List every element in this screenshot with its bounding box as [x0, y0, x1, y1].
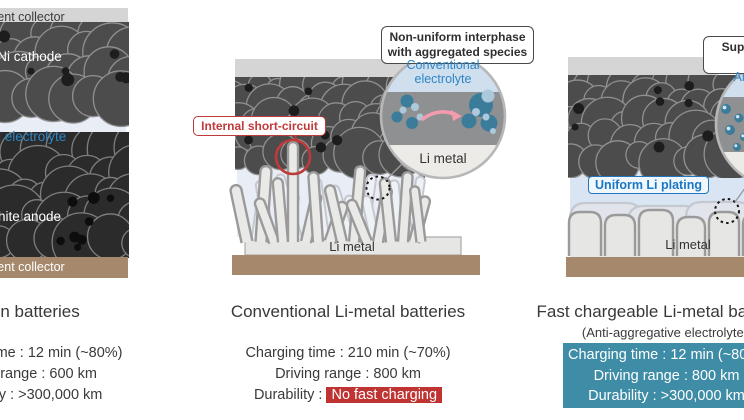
left-bottom-collector-label: Current collector: [0, 260, 65, 274]
stat-durability: Durability : >300,000 km: [588, 388, 744, 404]
stat-driving-range: Driving range : 800 km: [275, 366, 421, 382]
stat-driving-range: Driving range : 800 km: [593, 367, 740, 384]
left-top-collector: [0, 8, 128, 22]
internal-short-circuit-label: Internal short-circuit: [193, 116, 326, 136]
dendrite: [229, 183, 254, 244]
right-zoom-connector: [734, 188, 744, 203]
nonuniform-interphase-callout: Non-uniform interphase with aggregated s…: [381, 26, 534, 64]
middle-bottom-collector: [232, 255, 480, 275]
middle-zoom-region-circle: [365, 175, 391, 201]
left-cathode-label: High-Ni cathode: [0, 49, 62, 64]
no-fast-charging-badge: No fast charging: [326, 387, 443, 403]
left-panel-stats: Charging time : 12 min (~80%) Driving ra…: [0, 344, 224, 404]
left-electrolyte-label: Liquid electrolyte: [0, 129, 67, 144]
left-top-collector-label: Current collector: [0, 10, 65, 24]
right-li-metal-label: Li metal: [665, 237, 711, 252]
stat-charging-time: Charging time : 12 min (~80%): [567, 347, 744, 363]
left-bottom-collector: [0, 257, 128, 278]
li-deposit-mound: [707, 210, 741, 256]
right-panel-subtitle: (Anti-aggregative electrolyte): [581, 325, 744, 340]
middle-li-metal-label: Li metal: [329, 239, 375, 254]
li-deposit-mound: [637, 208, 675, 256]
li-deposit-mound: [567, 210, 603, 256]
middle-panel-stats: Charging time : 210 min (~70%) Driving r…: [198, 344, 498, 404]
left-anode-particles: [0, 132, 129, 258]
stat-driving-range: Driving range : 600 km: [0, 366, 97, 382]
left-cathode-particles: [0, 22, 129, 128]
middle-panel-title: Conventional Li-metal batteries: [230, 302, 466, 321]
suppressed-aggregation-callout: Suppressed aggregation in interphase: [703, 36, 744, 74]
dendrite: [286, 140, 300, 242]
conventional-electrolyte-label: Conventional electrolyte: [406, 58, 480, 86]
left-panel-title: Li-ion batteries: [0, 302, 80, 321]
li-deposit-mound: [603, 213, 637, 256]
callout-line-1: Non-uniform interphase: [389, 30, 526, 44]
dendrite: [378, 177, 398, 243]
right-panel-stats: Charging time : 12 min (~80%) Driving ra…: [563, 343, 744, 408]
right-panel-title: Fast chargeable Li-metal batteries: [536, 302, 744, 321]
stat-durability: Durability : >300,000 km: [0, 387, 103, 403]
dendrite: [409, 185, 427, 243]
uniform-li-plating-label: Uniform Li plating: [588, 176, 709, 194]
dendrite: [253, 197, 280, 245]
right-cathode-particles: [568, 75, 744, 178]
middle-top-collector: [235, 59, 425, 77]
dendrite: [271, 177, 290, 243]
stat-charging-time: Charging time : 210 min (~70%): [245, 345, 451, 361]
anti-aggregative-electrolyte-label: Anti-aggregative electrolyte: [733, 70, 744, 84]
dendrite: [396, 170, 414, 243]
callout-line-2: in interphase: [706, 55, 744, 70]
magnifier-li-metal-label: Li metal: [419, 151, 467, 166]
right-zoom-region-circle: [714, 198, 740, 224]
short-circuit-circle: [274, 138, 312, 176]
li-deposit-mound: [675, 215, 707, 256]
callout-line-2: with aggregated species: [387, 45, 528, 59]
callout-line-1: Suppressed aggregation: [721, 40, 744, 54]
dendrite: [323, 184, 349, 244]
right-top-collector: [568, 57, 718, 75]
dendrite: [307, 170, 325, 243]
right-bottom-collector: [566, 257, 744, 277]
dendrite: [345, 198, 373, 245]
middle-magnifier: [379, 52, 507, 180]
stat-charging-time: Charging time : 12 min (~80%): [0, 345, 123, 361]
left-anode-label: Graphite anode: [0, 209, 62, 224]
middle-zoom-connector: [385, 163, 403, 181]
stat-durability: Durability : No fast charging: [254, 386, 443, 404]
